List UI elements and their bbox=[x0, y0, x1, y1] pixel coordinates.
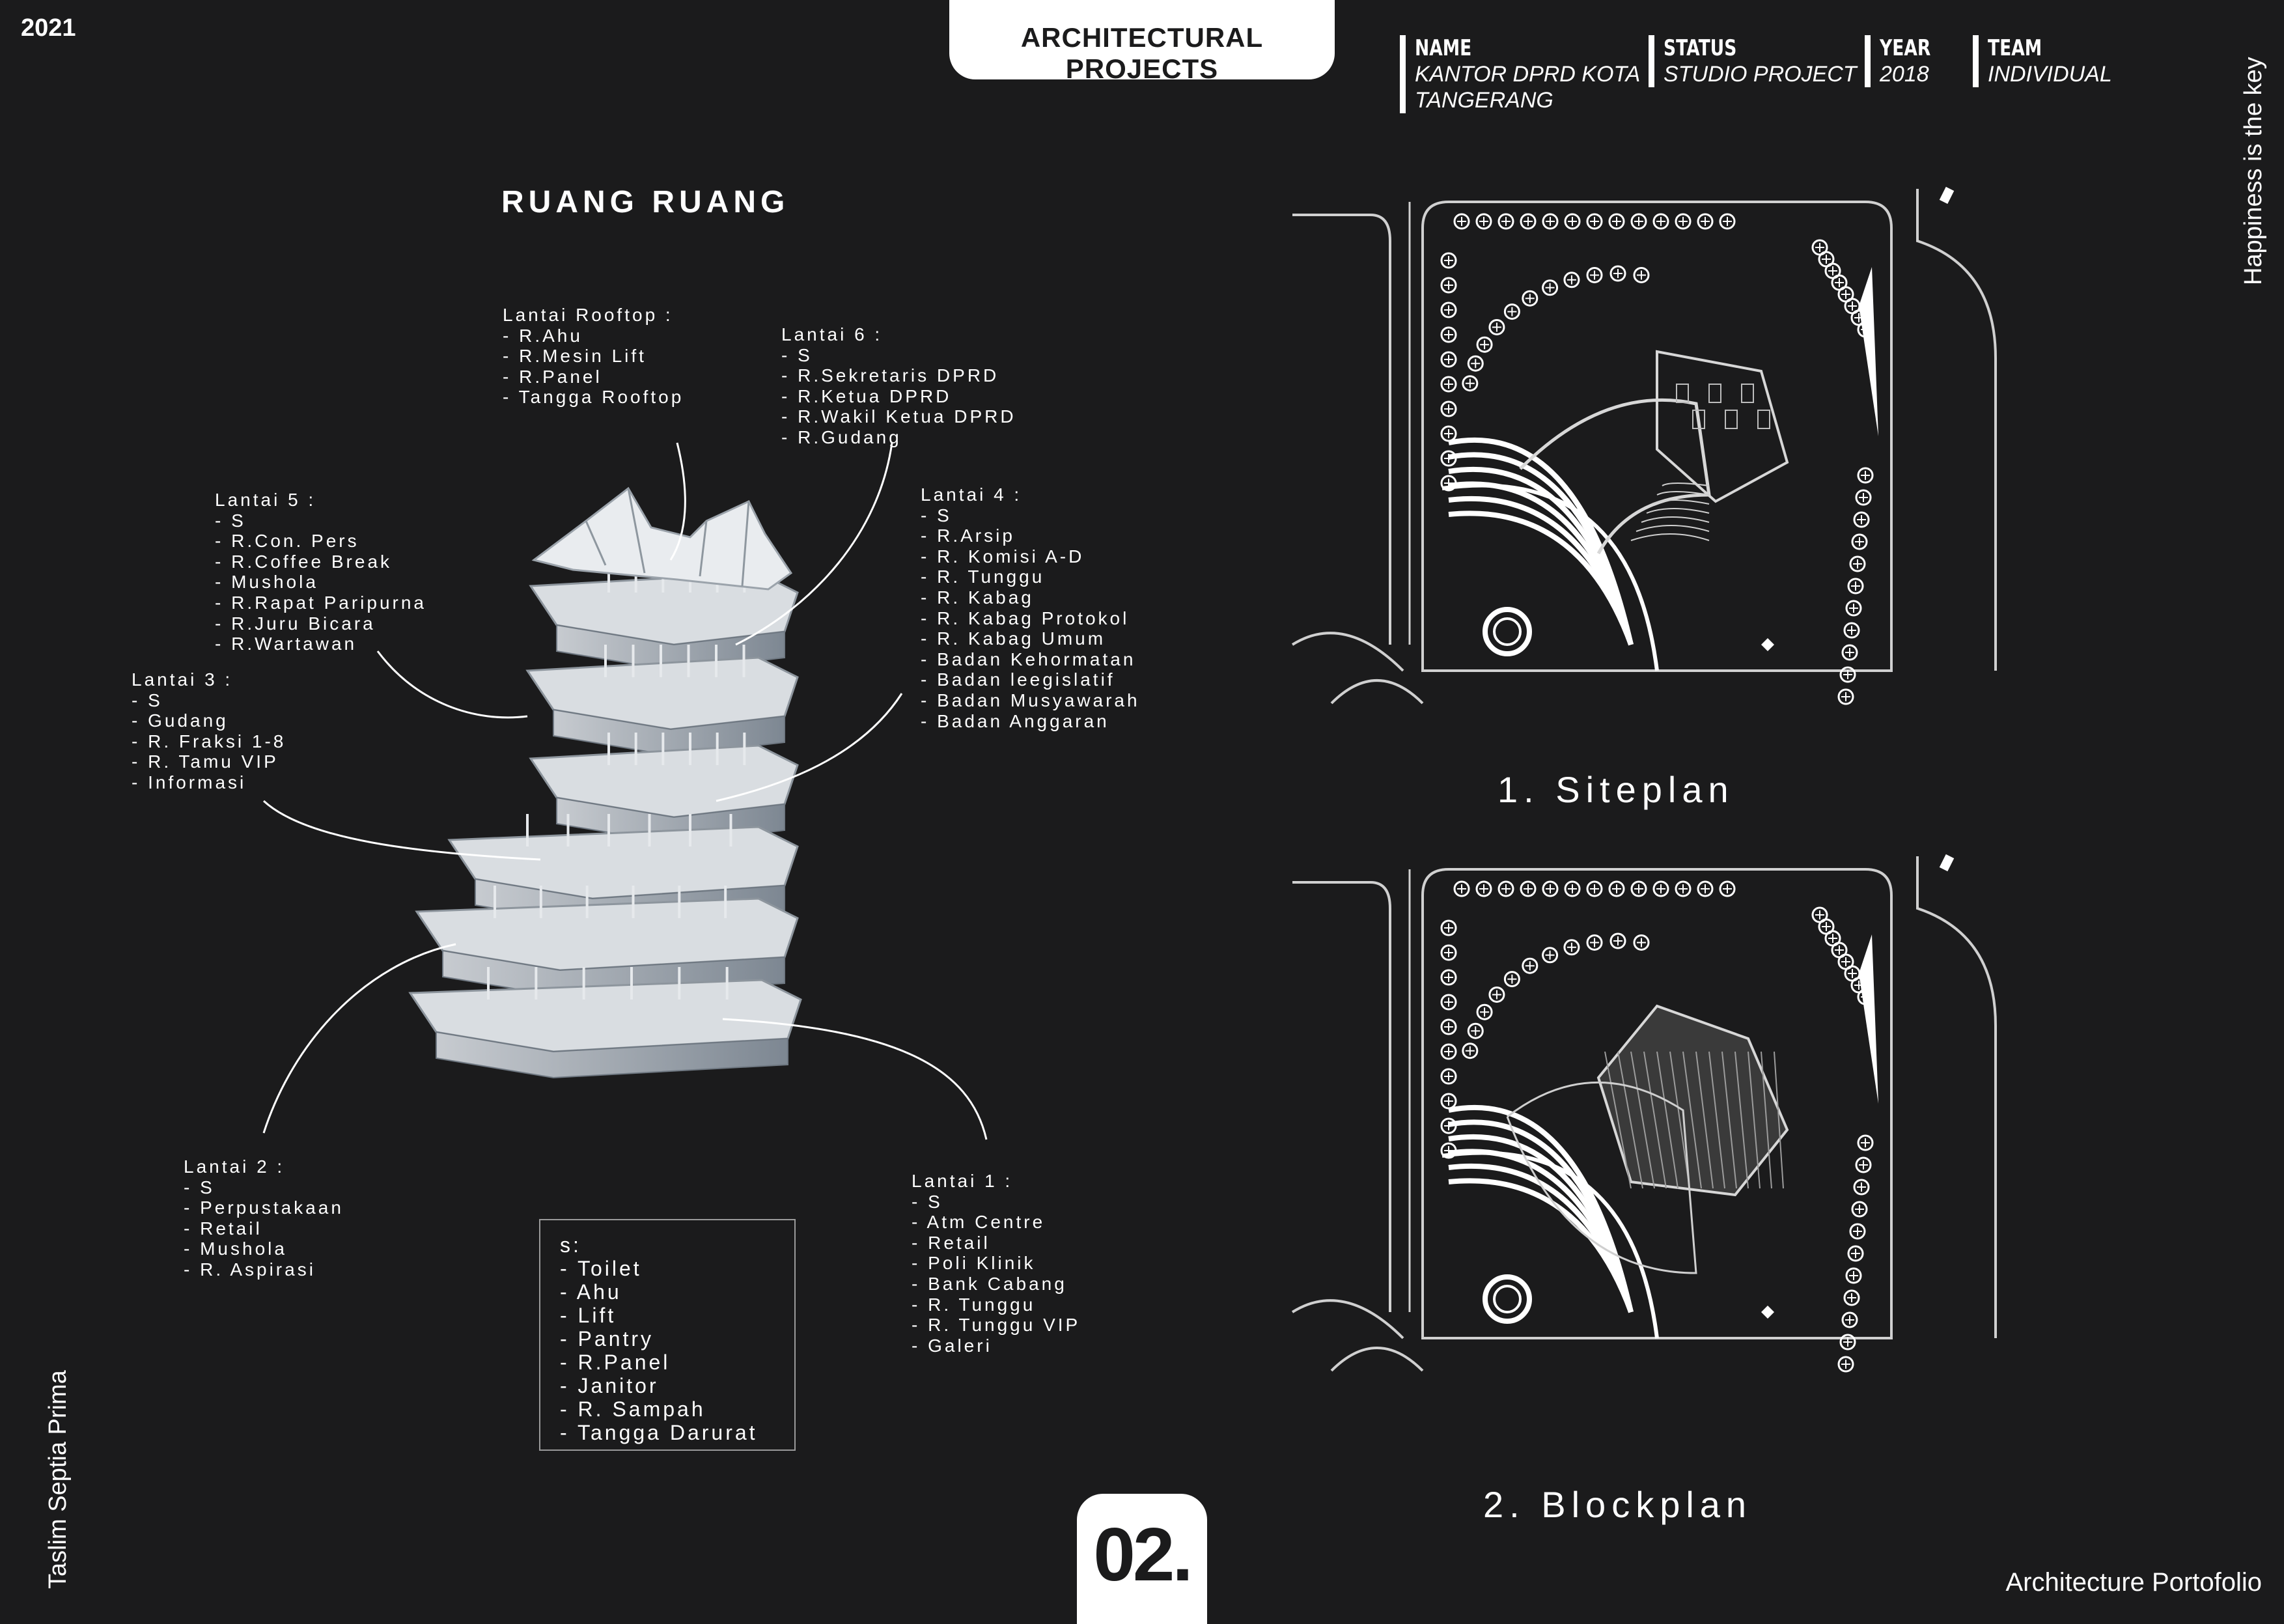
label-floor-5: Lantai 5 : - S - R.Con. Pers - R.Coffee … bbox=[215, 490, 427, 654]
page-number-tab: 02. bbox=[1077, 1494, 1207, 1624]
meta-name-key: NAME bbox=[1415, 35, 1472, 61]
meta-team: TEAM INDIVIDUAL bbox=[1973, 35, 2112, 87]
rooms-heading: RUANG RUANG bbox=[501, 185, 790, 219]
portfolio-footer: Architecture Portofolio bbox=[2005, 1568, 2262, 1597]
blockplan-caption: 2. Blockplan bbox=[1483, 1484, 1753, 1525]
siteplan-caption: 1. Siteplan bbox=[1497, 769, 1734, 810]
slab-floor-5 bbox=[525, 645, 799, 757]
meta-year-value: 2018 bbox=[1880, 62, 1929, 87]
siteplan-drawing bbox=[1291, 186, 1997, 705]
label-floor-3: Lantai 3 : - S - Gudang - R. Fraksi 1-8 … bbox=[132, 669, 286, 792]
service-legend-text: s: - Toilet - Ahu - Lift - Pantry - R.Pa… bbox=[560, 1233, 758, 1444]
rooftop-canopy bbox=[531, 486, 793, 591]
meta-team-key: TEAM bbox=[1988, 35, 2042, 61]
page-number: 02. bbox=[1093, 1512, 1193, 1597]
service-legend-box: s: - Toilet - Ahu - Lift - Pantry - R.Pa… bbox=[539, 1219, 796, 1451]
label-floor-1: Lantai 1 : - S - Atm Centre - Retail - P… bbox=[912, 1171, 1081, 1356]
meta-status: STATUS STUDIO PROJECT bbox=[1649, 35, 1857, 87]
year-label: 2021 bbox=[21, 14, 76, 42]
meta-year: YEAR 2018 bbox=[1865, 35, 1945, 87]
meta-name: NAME KANTOR DPRD KOTA TANGERANG bbox=[1400, 35, 1640, 113]
section-tab-title: ARCHITECTURAL PROJECTS bbox=[1020, 22, 1264, 84]
meta-name-value: KANTOR DPRD KOTA TANGERANG bbox=[1415, 62, 1641, 113]
section-tab: ARCHITECTURAL PROJECTS bbox=[949, 0, 1335, 84]
blockplan-drawing bbox=[1291, 854, 1997, 1373]
meta-status-key: STATUS bbox=[1664, 35, 1737, 61]
label-floor-4: Lantai 4 : - S - R.Arsip - R. Komisi A-D… bbox=[921, 484, 1140, 731]
leader-lines bbox=[262, 442, 988, 1140]
floor-slabs bbox=[408, 560, 802, 1079]
label-floor-6: Lantai 6 : - S - R.Sekretaris DPRD - R.K… bbox=[781, 324, 1016, 447]
label-floor-2: Lantai 2 : - S - Perpustakaan - Retail -… bbox=[184, 1156, 344, 1280]
meta-status-value: STUDIO PROJECT bbox=[1664, 62, 1857, 87]
meta-team-value: INDIVIDUAL bbox=[1988, 62, 2112, 87]
slab-floor-1 bbox=[408, 967, 802, 1079]
meta-year-key: YEAR bbox=[1880, 35, 1931, 61]
label-rooftop: Lantai Rooftop : - R.Ahu - R.Mesin Lift … bbox=[503, 305, 684, 408]
